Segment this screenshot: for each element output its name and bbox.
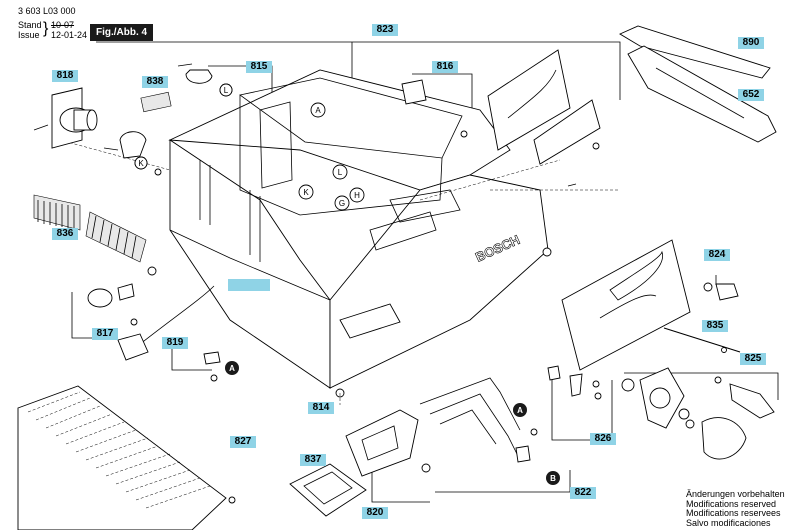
callout-823: 823: [372, 24, 398, 36]
bracket-819: [171, 348, 212, 371]
svg-text:A: A: [315, 106, 321, 115]
housing-inner-wall: [239, 95, 443, 216]
switch-box-837: [289, 463, 367, 517]
callout-819: 819: [162, 337, 188, 349]
svg-text:A: A: [517, 406, 523, 415]
housing-front-right: [329, 174, 549, 389]
housing-pocket: [259, 101, 293, 189]
side-panel-824: [561, 239, 739, 371]
callout-817: 817: [92, 328, 118, 340]
foot-1: [147, 266, 157, 276]
bracket-817: [71, 292, 96, 339]
callout-835: 835: [702, 320, 728, 332]
housing-inner-rim: [239, 77, 463, 159]
svg-text:H: H: [354, 191, 360, 200]
note-fr: Modifications reservees: [686, 508, 781, 518]
push-stick: [619, 25, 777, 143]
issue-date: 12-01-24: [51, 30, 88, 40]
guide-4: [419, 159, 561, 201]
dust-port-818: [33, 87, 98, 149]
callout-825: 825: [740, 353, 766, 365]
callout-838: 838: [142, 76, 168, 88]
switch-parts-817: [87, 283, 138, 326]
housing-handle: [389, 189, 461, 223]
switch-820: [345, 409, 431, 477]
knob-assembly-825: [621, 367, 775, 460]
stand-label: Stand: [18, 20, 42, 30]
callout-652: 652: [738, 89, 764, 101]
circle-letter-H-housing: H: [349, 187, 365, 203]
note-de: Änderungen vorbehalten: [686, 489, 785, 499]
housing-slot: [369, 211, 437, 251]
svg-text:L: L: [224, 86, 229, 95]
note-en: Modifications reserved: [686, 498, 777, 509]
note-es: Salvo modificaciones: [686, 517, 771, 528]
callout-820: 820: [362, 507, 388, 519]
side-plates: [487, 49, 601, 187]
rod-nut: [721, 347, 727, 353]
callout-818: 818: [52, 70, 78, 82]
foot-3: [542, 247, 552, 257]
label-plate-838: [140, 91, 172, 113]
issue-label: Issue: [18, 30, 40, 40]
callout-827: 827: [230, 436, 256, 448]
rod-835: [663, 327, 741, 353]
circle-letter-G-housing: G: [334, 195, 350, 211]
stand-date: 10-07: [51, 20, 75, 30]
callout-814: 814: [308, 402, 334, 414]
circle-letter-L-top: L: [219, 83, 233, 97]
wiring-822: [419, 377, 538, 463]
bracket-820: [371, 470, 430, 503]
table-housing: [147, 69, 552, 398]
svg-text:K: K: [303, 188, 309, 197]
bracket-825: [624, 372, 779, 400]
callout-822: 822: [570, 487, 596, 499]
callout-836: 836: [52, 228, 78, 240]
svg-text:B: B: [550, 474, 556, 483]
svg-text:A: A: [229, 364, 235, 373]
bracket-part-816: [401, 79, 468, 138]
housing-front-left: [169, 139, 331, 389]
cable-819: [117, 285, 221, 382]
housing-label-plate: [339, 303, 401, 339]
svg-text:G: G: [339, 199, 345, 208]
circle-letter-A-housing: A: [310, 102, 326, 118]
dust-hose-836: [33, 194, 147, 263]
callout-824: 824: [704, 249, 730, 261]
brace-mark: }: [43, 20, 49, 37]
guide-3: [59, 139, 171, 171]
callout-826: 826: [590, 433, 616, 445]
small-parts-826: [547, 365, 602, 400]
clamp-815: [103, 63, 233, 176]
footer-notes: Änderungen vorbehalten Modifications res…: [686, 489, 785, 528]
callout-816: 816: [432, 61, 458, 73]
figure-label: Fig./Abb. 4: [90, 24, 154, 41]
callout-815: 815: [246, 61, 272, 73]
grid-mat-827: [17, 385, 236, 530]
bracket-815: [208, 65, 273, 92]
highlight-box: [228, 279, 270, 291]
circle-letter-K-left: K: [134, 156, 148, 170]
circle-letter-L-housing: L: [332, 164, 348, 180]
circle-letter-K-housing: K: [298, 184, 314, 200]
circle-letter-B-wiring: B: [546, 471, 560, 485]
housing-base-edge: [169, 229, 331, 301]
svg-text:K: K: [138, 159, 144, 168]
bracket-826: [551, 375, 613, 441]
callout-890: 890: [738, 37, 764, 49]
circle-letter-A-wiring: A: [513, 403, 527, 417]
bracket-823: [96, 41, 621, 100]
callout-837: 837: [300, 454, 326, 466]
circle-letter-A-cable: A: [225, 361, 239, 375]
svg-text:L: L: [338, 168, 343, 177]
part-number: 3 603 L03 000: [18, 6, 76, 16]
